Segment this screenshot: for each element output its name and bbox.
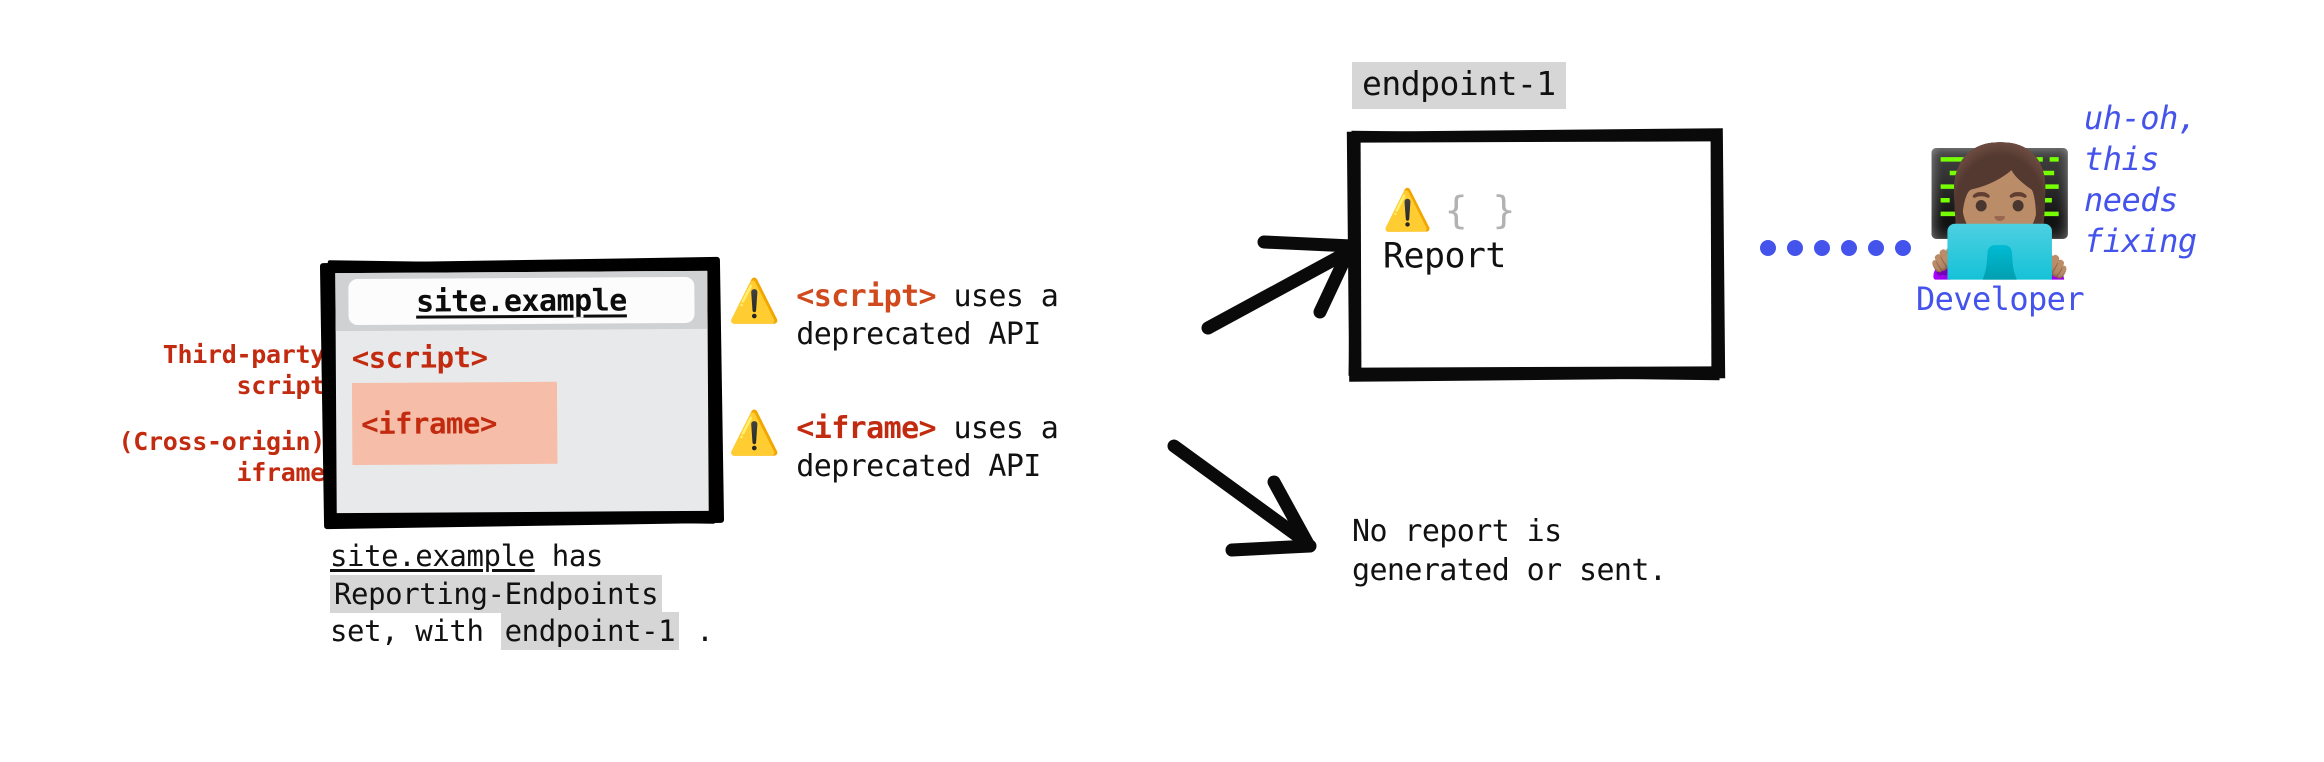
dotted-connector (1760, 240, 1911, 256)
no-report-line-1: No report is (1352, 514, 1562, 549)
caption-endpoint-chip: endpoint-1 (500, 612, 680, 651)
browser-tab[interactable]: site.example (348, 276, 695, 326)
report-icon-row: ⚠️ { } (1382, 187, 1517, 234)
report-title: Report (1382, 236, 1506, 277)
label-line: (Cross-origin) (118, 427, 325, 456)
caption-site-name: site.example (330, 539, 535, 573)
label-line: Third-party (162, 340, 326, 369)
warning-rest-script: uses a (936, 279, 1059, 314)
caption-line-3: set, with endpoint-1 . (330, 612, 714, 651)
label-third-party-script: Third-party script (60, 340, 326, 401)
report-box-body: ⚠️ { } Report (1360, 141, 1712, 368)
arrow-to-no-report (1167, 439, 1317, 557)
caption-header-chip: Reporting-Endpoints (330, 574, 663, 613)
browser-tab-bar: site.example (335, 270, 708, 332)
quote-line-2: this (2084, 139, 2160, 178)
caption-line-1-rest: has (534, 539, 604, 573)
warning-rest-iframe: uses a (936, 411, 1059, 446)
report-box: ⚠️ { } Report (1346, 128, 1726, 382)
developer-label: Developer (1916, 280, 2085, 318)
quote-line-3: needs (2084, 180, 2178, 219)
left-annotation-labels: Third-party script (Cross-origin) iframe (60, 340, 325, 488)
label-cross-origin-iframe: (Cross-origin) iframe (60, 427, 325, 488)
caption-line-2: Reporting-Endpoints (330, 574, 713, 614)
connector-dot (1868, 240, 1884, 256)
connector-dot (1895, 240, 1911, 256)
arrow-to-report (1201, 235, 1359, 335)
no-report-line-2: generated or sent. (1352, 553, 1667, 588)
json-braces-icon: { } (1444, 188, 1517, 233)
no-report-text: No report is generated or sent. (1352, 512, 1667, 590)
warning-triangle-icon: ⚠️ (728, 408, 781, 457)
report-content: ⚠️ { } Report (1382, 187, 1517, 277)
connector-dot (1787, 240, 1803, 256)
quote-line-1: uh-oh, (2084, 99, 2197, 137)
browser-caption: site.example has Reporting-Endpoints set… (330, 538, 714, 651)
browser-page-body: <script> <iframe> (336, 329, 709, 513)
browser-viewport: site.example <script> <iframe> (335, 270, 709, 514)
label-line: iframe (236, 457, 325, 487)
caption-line-3-post: . (679, 614, 714, 649)
caption-line-3-pre: set, with (330, 614, 501, 649)
connector-dot (1814, 240, 1830, 256)
code-line-iframe: <iframe> (361, 406, 497, 441)
warning-line2-iframe: deprecated API (796, 449, 1041, 485)
warning-tag-script: <script> (796, 279, 936, 314)
quote-line-4: fixing (2084, 221, 2197, 260)
label-line: script (236, 370, 325, 400)
browser-tab-label: site.example (415, 282, 627, 320)
woman-technologist-icon: 👩🏽‍💻 (1922, 140, 2078, 284)
endpoint-label: endpoint-1 (1352, 62, 1566, 109)
warning-tag-iframe: <iframe> (796, 411, 936, 446)
code-line-script: <script> (351, 340, 488, 376)
browser-window: site.example <script> <iframe> (319, 256, 725, 530)
caption-line-1: site.example has (330, 538, 713, 576)
warning-triangle-icon: ⚠️ (1382, 187, 1433, 234)
iframe-highlight-block: <iframe> (351, 381, 558, 465)
developer-figure: 👩🏽‍💻 Developer (1900, 150, 2100, 318)
connector-dot (1841, 240, 1857, 256)
warning-triangle-icon: ⚠️ (728, 276, 781, 325)
connector-dot (1760, 240, 1776, 256)
warning-line2-script: deprecated API (796, 317, 1041, 353)
